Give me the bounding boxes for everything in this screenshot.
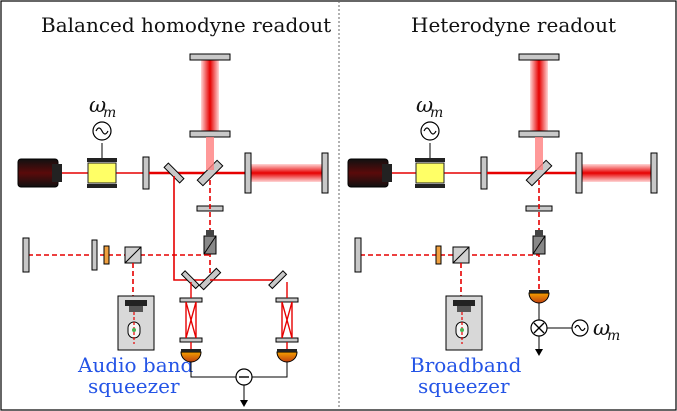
left-phase-modulator — [87, 143, 117, 188]
left-lo-beam — [173, 176, 210, 281]
right-waveplate — [435, 245, 442, 265]
left-detector-wire-1 — [190, 362, 236, 378]
left-panel: Balanced homodyne readout ω m — [17, 13, 331, 407]
left-homodyne-beamsplitter — [198, 267, 222, 291]
right-output-arrow-icon — [535, 349, 543, 356]
left-photodetector-2 — [276, 351, 298, 363]
left-subtractor-icon — [235, 368, 253, 386]
left-y-arm-beam — [201, 57, 219, 133]
right-y-short-beam — [535, 137, 543, 170]
left-squeezer-label-line1: Audio band — [77, 353, 194, 377]
left-oscillator-icon — [92, 121, 112, 141]
left-squeezer-dump-mirror — [22, 237, 30, 273]
right-panel: Heterodyne readout ω m — [347, 13, 658, 398]
left-beamsplitter — [196, 159, 224, 187]
right-panel-title: Heterodyne readout — [411, 13, 616, 37]
left-modulation-subscript: m — [103, 105, 116, 121]
right-oscillator-icon — [420, 121, 440, 141]
left-polarizing-beamsplitter — [124, 246, 142, 264]
left-x-end-mirror — [321, 152, 329, 194]
left-y-input-mirror — [189, 130, 231, 138]
left-photodetector-1 — [180, 351, 202, 363]
left-x-arm-beam — [251, 164, 325, 182]
left-output-cavity-1 — [179, 282, 203, 352]
right-squeezer-label-line1: Broadband — [410, 353, 522, 377]
right-laser — [347, 158, 392, 188]
left-y-short-beam — [206, 137, 214, 170]
left-x-input-mirror — [244, 152, 252, 194]
right-faraday-isolator — [532, 230, 546, 255]
right-squeezer-dump-mirror — [354, 237, 362, 273]
left-waveplate — [103, 245, 110, 265]
left-steering-mirror-right — [268, 270, 288, 290]
right-y-arm-beam — [530, 57, 548, 133]
right-x-input-mirror — [575, 152, 583, 194]
left-output-arrow-icon — [240, 400, 248, 407]
left-squeezer-label-line2: squeezer — [88, 374, 180, 398]
left-detector-wire-2 — [252, 362, 288, 378]
left-recycling-mirror — [142, 156, 150, 190]
right-phase-modulator — [415, 143, 445, 188]
right-local-oscillator-icon — [571, 319, 589, 337]
right-squeezer-box — [445, 295, 483, 351]
right-squeezer-label-line2: squeezer — [418, 374, 510, 398]
right-lo-symbol: ω — [593, 316, 610, 340]
left-output-cavity-2 — [275, 282, 299, 352]
left-panel-title: Balanced homodyne readout — [41, 13, 331, 37]
right-y-end-mirror — [518, 53, 560, 61]
right-lo-subscript: m — [607, 328, 620, 344]
right-mixer-icon — [530, 319, 548, 337]
left-laser — [17, 158, 62, 188]
right-x-arm-beam — [582, 164, 654, 182]
right-y-input-mirror — [518, 130, 560, 138]
left-modulation-symbol: ω — [89, 93, 106, 117]
left-pickoff-mirror — [163, 162, 185, 184]
right-modulation-subscript: m — [430, 105, 443, 121]
right-modulation-symbol: ω — [416, 93, 433, 117]
right-photodetector — [528, 292, 550, 304]
right-polarizing-beamsplitter — [452, 246, 470, 264]
right-x-end-mirror — [650, 152, 658, 194]
left-steering-mirror-left — [180, 270, 200, 290]
left-faraday-isolator — [203, 230, 217, 255]
left-squeezer-box — [117, 295, 155, 351]
left-filter-mirror — [91, 239, 98, 271]
right-recycling-mirror — [480, 156, 488, 190]
left-y-end-mirror — [189, 53, 231, 61]
right-beamsplitter — [525, 159, 553, 187]
